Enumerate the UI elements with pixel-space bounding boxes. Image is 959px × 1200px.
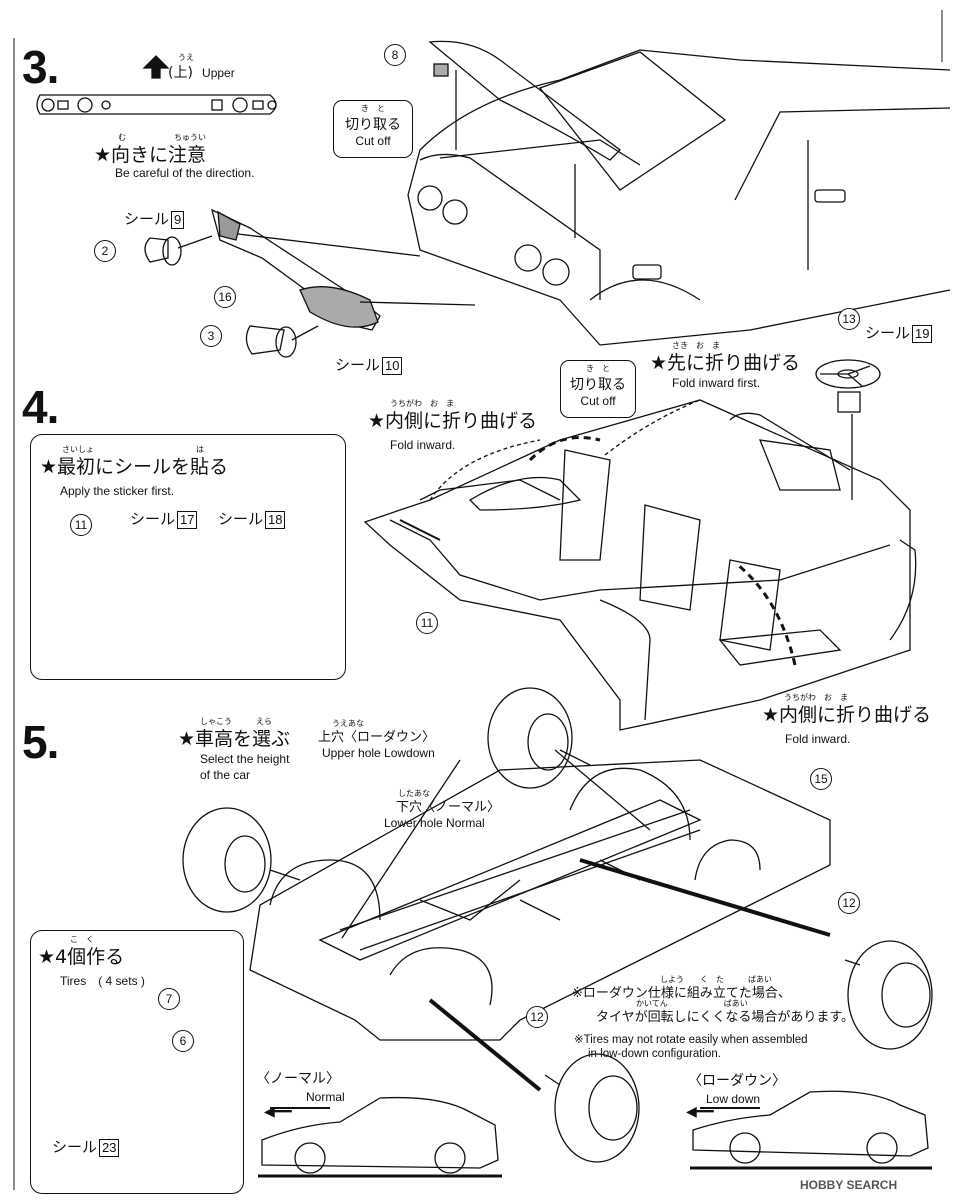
tires-ruby: こ く <box>70 935 94 944</box>
cut-off-1-jp: 切り取る <box>345 117 401 133</box>
part-8-number: 8 <box>384 44 406 66</box>
cut-off-callout-1: き と 切り取る Cut off <box>333 100 413 158</box>
direction-ruby-2: ちゅうい <box>174 133 206 142</box>
part-13-number: 13 <box>838 308 860 330</box>
sticker-19-number: 19 <box>912 325 933 343</box>
fold-inward-2-en: Fold inward. <box>785 732 851 746</box>
spoiler-plate-diagram <box>36 94 277 115</box>
apply-sticker-heading: ★最初にシールを貼る <box>40 456 229 478</box>
direction-heading-en: Be careful of the direction. <box>115 166 255 180</box>
upper-label: (上) <box>168 65 193 81</box>
note-ruby-2: かいてん ばあい <box>636 999 748 1008</box>
upper-hole-ruby: うえあな <box>332 719 364 728</box>
lowdown-label-en: Low down <box>706 1092 761 1106</box>
lower-hole-en: Lower hole Normal <box>384 816 485 830</box>
arrow-left-icon: ◀━━ <box>686 1104 714 1120</box>
fold-inward-heading: ★内側に折り曲げる <box>368 410 538 432</box>
fold-first-ruby: さき お ま <box>672 341 720 350</box>
sticker-19-text: シール <box>865 324 911 342</box>
step-3-number: 3. <box>22 41 59 93</box>
sticker-9-text: シール <box>124 210 170 228</box>
part-16-number: 16 <box>214 286 236 308</box>
cut-off-1-en: Cut off <box>355 134 391 148</box>
tires-heading: ★4個作る <box>38 946 125 968</box>
part-3-number: 3 <box>200 325 222 347</box>
tires-box <box>30 930 244 1194</box>
part-11-number: 11 <box>416 612 438 634</box>
upper-ruby: うえ <box>178 53 194 62</box>
cut-off-2-en: Cut off <box>580 394 616 408</box>
fold-inward-en: Fold inward. <box>390 438 456 452</box>
part-11-inset-number: 11 <box>70 514 92 536</box>
apply-ruby-1: さいしょ <box>62 445 94 454</box>
sticker-first-box <box>30 434 346 680</box>
upper-hole-jp: 上穴〈ローダウン〉 <box>318 730 436 745</box>
rear-wing-parts <box>144 208 476 358</box>
interior-tub <box>363 399 917 731</box>
normal-label-en: Normal <box>306 1090 345 1104</box>
note-jp-1: ※ローダウン仕様に組み立てた場合、 <box>572 986 791 1001</box>
tires-en: Tires ( 4 sets ) <box>60 974 145 988</box>
cut-off-2-jp: 切り取る <box>570 377 626 393</box>
part-12-bottom-number: 12 <box>526 1006 548 1028</box>
sticker-9-number: 9 <box>171 211 185 229</box>
direction-ruby-1: む <box>118 133 126 142</box>
car-body-rear <box>407 40 951 346</box>
sticker-18-text: シール <box>218 510 264 528</box>
car-side-lowdown <box>690 1090 932 1170</box>
note-en-2: in low-down configuration. <box>588 1048 721 1060</box>
cut-off-2-ruby: き と <box>586 364 610 373</box>
normal-label-jp: 〈ノーマル〉 <box>256 1071 340 1087</box>
wheels <box>182 687 933 1163</box>
fold-inward-2-ruby: うちがわ お ま <box>784 693 848 702</box>
chassis-frame <box>249 749 831 1092</box>
part-7-number: 7 <box>158 988 180 1010</box>
height-en-1: Select the height <box>200 752 290 766</box>
apply-sticker-en: Apply the sticker first. <box>60 484 175 498</box>
arrow-left-icon: ◀━━ <box>264 1104 292 1120</box>
step-4-number: 4. <box>22 381 59 433</box>
sticker-23-text: シール <box>52 1138 98 1156</box>
fold-inward-2-heading: ★内側に折り曲げる <box>762 704 932 726</box>
fold-inward-ruby: うちがわ お ま <box>390 399 454 408</box>
height-ruby-2: えら <box>256 717 272 726</box>
lower-hole-ruby: したあな <box>398 789 430 798</box>
sticker-17-text: シール <box>130 510 176 528</box>
watermark-logo: HOBBY SEARCH <box>800 1178 898 1192</box>
cut-off-callout-2: き と 切り取る Cut off <box>560 360 636 418</box>
step-5-number: 5. <box>22 716 59 768</box>
part-6-number: 6 <box>172 1030 194 1052</box>
sticker-10-text: シール <box>335 356 381 374</box>
direction-heading: ★向きに注意 <box>94 144 207 166</box>
part-15-number: 15 <box>810 768 832 790</box>
apply-ruby-2: は <box>196 445 204 454</box>
note-en-1: ※Tires may not rotate easily when assemb… <box>574 1034 808 1046</box>
part-12-right-number: 12 <box>838 892 860 914</box>
fold-first-en: Fold inward first. <box>672 376 761 390</box>
part-2-number: 2 <box>94 240 116 262</box>
fold-first-heading: ★先に折り曲げる <box>650 352 801 374</box>
height-heading: ★車高を選ぶ <box>178 728 291 750</box>
sticker-18-number: 18 <box>265 511 286 529</box>
note-jp-2: タイヤが回転しにくくなる場合があります。 <box>596 1010 855 1025</box>
steering-wheel-part <box>815 359 881 500</box>
lower-hole-jp: 下穴〈ノーマル〉 <box>396 800 501 815</box>
height-en-2: of the car <box>200 768 251 782</box>
sticker-23-number: 23 <box>99 1139 120 1157</box>
sticker-17-number: 17 <box>177 511 198 529</box>
sticker-10-number: 10 <box>382 357 403 375</box>
upper-hole-en: Upper hole Lowdown <box>322 746 435 760</box>
cut-off-1-ruby: き と <box>361 104 385 113</box>
note-ruby-1: しよう く た ばあい <box>660 975 772 984</box>
lowdown-label-jp: 〈ローダウン〉 <box>688 1073 786 1089</box>
upper-label-en: Upper <box>202 66 235 80</box>
car-side-normal <box>258 1096 502 1178</box>
height-ruby-1: しゃこう <box>200 717 232 726</box>
